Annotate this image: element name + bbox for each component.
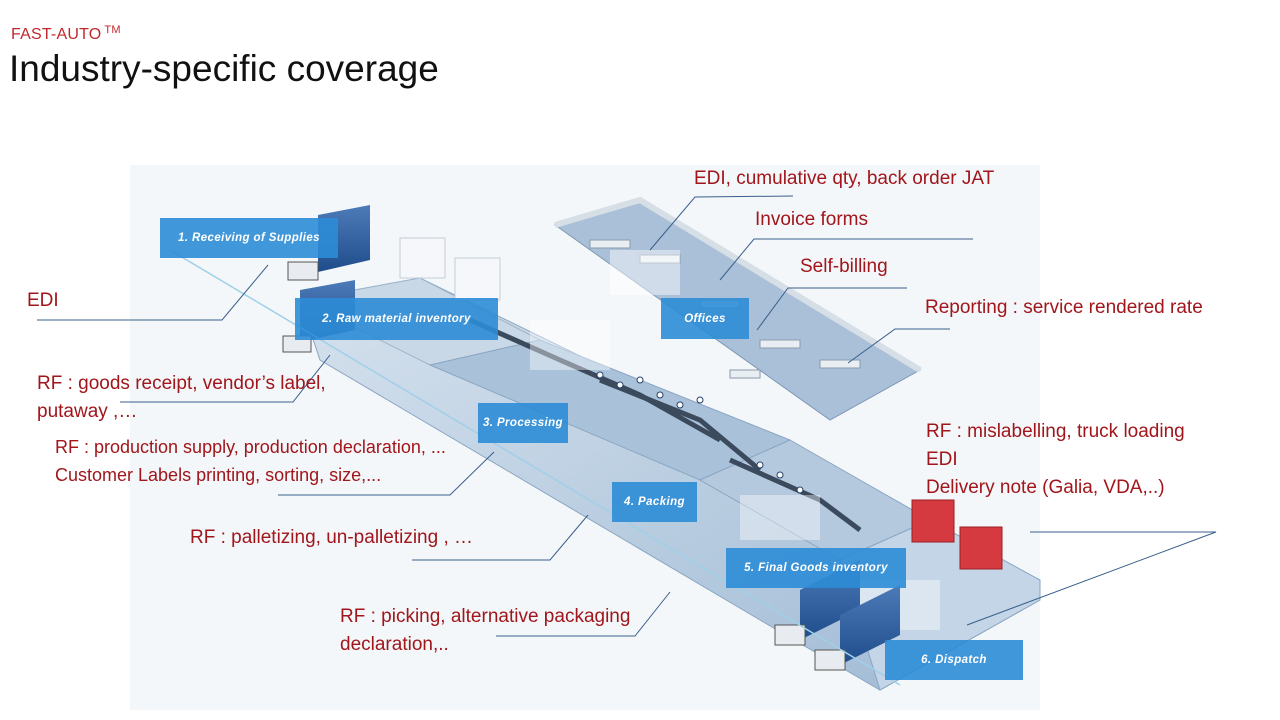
leader-dispatch xyxy=(966,531,1217,626)
leader-invoice xyxy=(719,238,973,281)
stage-label-raw-material: 2. Raw material inventory xyxy=(295,298,498,340)
brand-name: FAST-AUTO xyxy=(11,26,102,43)
red-pallets xyxy=(911,499,1003,570)
annotation-line: declaration,.. xyxy=(340,634,449,655)
leader-lines xyxy=(37,195,1217,637)
packing-dashboard-overlay xyxy=(740,495,820,540)
stage-label-final-goods: 5. Final Goods inventory xyxy=(726,548,906,588)
annotation-edi-receiving: EDI xyxy=(27,290,59,311)
annotation-line: EDI xyxy=(926,449,958,470)
stage-label-dispatch: 6. Dispatch xyxy=(885,640,1023,680)
annotation-self-billing: Self-billing xyxy=(800,256,888,277)
leader-rf-picking xyxy=(496,591,671,637)
annotation-reporting: Reporting : service rendered rate xyxy=(925,297,1203,318)
leader-rf-production xyxy=(278,451,495,496)
annotation-line: RF : picking, alternative packaging xyxy=(340,606,631,627)
leader-edi-receiving xyxy=(37,264,269,321)
stage-label-packing: 4. Packing xyxy=(612,482,697,522)
annotation-dispatch: RF : mislabelling, truck loading EDI Del… xyxy=(926,418,1185,502)
white-pallets xyxy=(399,237,501,301)
annotation-line: RF : mislabelling, truck loading xyxy=(926,421,1185,442)
annotation-line: Customer Labels printing, sorting, size,… xyxy=(55,465,382,485)
leader-edi-cumulative xyxy=(649,195,794,251)
annotation-rf-palletizing: RF : palletizing, un-palletizing , … xyxy=(190,527,474,548)
stage-label-processing: 3. Processing xyxy=(478,403,568,443)
stage-label-offices: Offices xyxy=(661,298,749,339)
leader-self-billing xyxy=(756,287,907,331)
offices-dashboard-overlay xyxy=(610,250,680,295)
processing-dashboard-overlay xyxy=(530,320,610,370)
leader-rf-receipt xyxy=(120,354,331,403)
annotation-rf-receipt: RF : goods receipt, vendor’s label, puta… xyxy=(37,370,326,426)
trademark-mark: TM xyxy=(104,24,121,36)
leader-rf-palletizing xyxy=(412,514,589,561)
annotation-rf-production: RF : production supply, production decla… xyxy=(55,433,446,489)
annotation-line: Delivery note (Galia, VDA,..) xyxy=(926,477,1165,498)
annotation-rf-picking: RF : picking, alternative packaging decl… xyxy=(340,603,630,659)
page-title: Industry-specific coverage xyxy=(9,48,439,89)
leader-reporting xyxy=(847,328,950,364)
stage-label-receiving: 1. Receiving of Supplies xyxy=(160,218,338,258)
annotation-edi-cumulative: EDI, cumulative qty, back order JAT xyxy=(694,168,995,189)
offices-wall xyxy=(554,196,922,373)
annotation-line: putaway ,… xyxy=(37,401,138,422)
flow-guide-line xyxy=(169,249,901,686)
annotation-line: RF : goods receipt, vendor’s label, xyxy=(37,373,326,394)
annotation-invoice-forms: Invoice forms xyxy=(755,209,868,230)
workers xyxy=(596,371,804,494)
annotation-line: RF : production supply, production decla… xyxy=(55,437,446,457)
